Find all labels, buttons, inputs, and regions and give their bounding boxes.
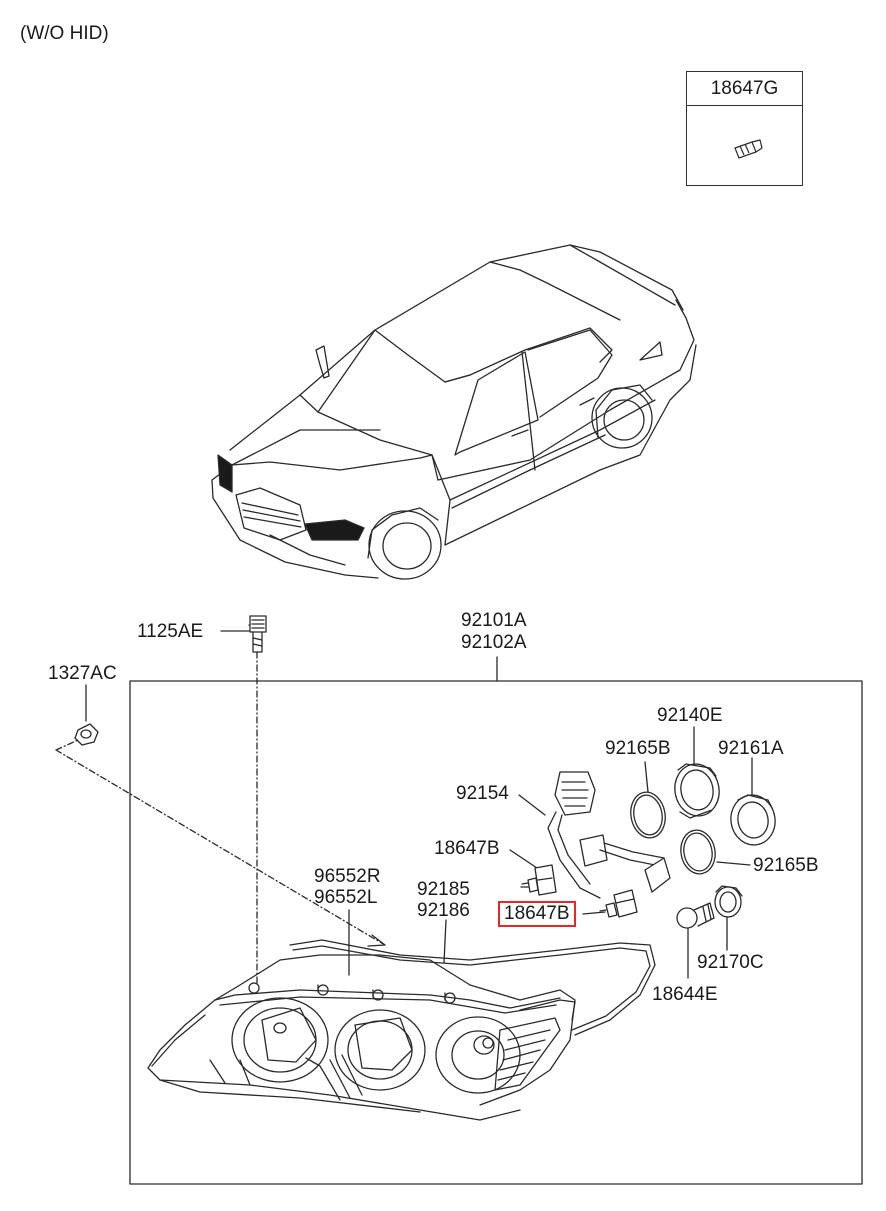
nut-icon — [74, 723, 99, 746]
part-label-assembly-r[interactable]: 92101A — [461, 610, 527, 631]
part-label-bulb-low[interactable]: 18647B — [434, 838, 500, 859]
bolt-icon — [248, 615, 267, 653]
part-label-bulb-high-highlighted[interactable]: 18647B — [498, 901, 576, 927]
part-label-assembly-l[interactable]: 92102A — [461, 632, 527, 653]
wiring-harness-icon — [547, 771, 671, 899]
parts-frame — [129, 680, 863, 1185]
part-label-ring-a[interactable]: 92165B — [605, 738, 671, 759]
part-label-seal-1[interactable]: 92185 — [417, 879, 470, 900]
inset-box: 18647G — [686, 71, 803, 186]
inset-bulb-icon — [734, 139, 763, 159]
part-label-socket[interactable]: 92140E — [657, 705, 723, 726]
car-illustration — [211, 244, 697, 580]
part-label-bolt[interactable]: 1125AE — [137, 621, 204, 642]
bulb-icon — [520, 864, 557, 896]
part-label-ring-b[interactable]: 92165B — [753, 855, 819, 876]
part-label-signal-socket[interactable]: 92170C — [697, 952, 764, 973]
part-label-assembly: 92101A 92102A — [461, 610, 527, 654]
part-label-trim-r[interactable]: 96552R — [314, 866, 381, 887]
part-label-seal: 92185 92186 — [417, 879, 470, 921]
part-label-cap[interactable]: 92161A — [718, 738, 784, 759]
part-label-signal-bulb[interactable]: 18644E — [652, 984, 718, 1005]
o-ring-icon — [680, 829, 716, 875]
part-label-nut[interactable]: 1327AC — [48, 663, 117, 684]
part-label-trim: 96552R 96552L — [314, 866, 381, 908]
inset-part-number[interactable]: 18647G — [687, 72, 802, 106]
bulb-icon — [599, 889, 638, 918]
cap-icon — [730, 794, 776, 846]
signal-bulb-icon — [676, 902, 715, 929]
socket-icon — [674, 763, 720, 819]
headlight-right-highlight — [304, 519, 365, 541]
headlight-left-highlight — [217, 454, 233, 493]
part-label-wiring[interactable]: 92154 — [456, 783, 509, 804]
part-label-seal-2[interactable]: 92186 — [417, 900, 470, 921]
headlamp-assembly-icon — [147, 939, 656, 1121]
part-label-trim-l[interactable]: 96552L — [314, 887, 378, 908]
signal-socket-icon — [714, 885, 743, 918]
variant-note: (W/O HID) — [20, 23, 109, 44]
o-ring-icon — [630, 791, 666, 839]
